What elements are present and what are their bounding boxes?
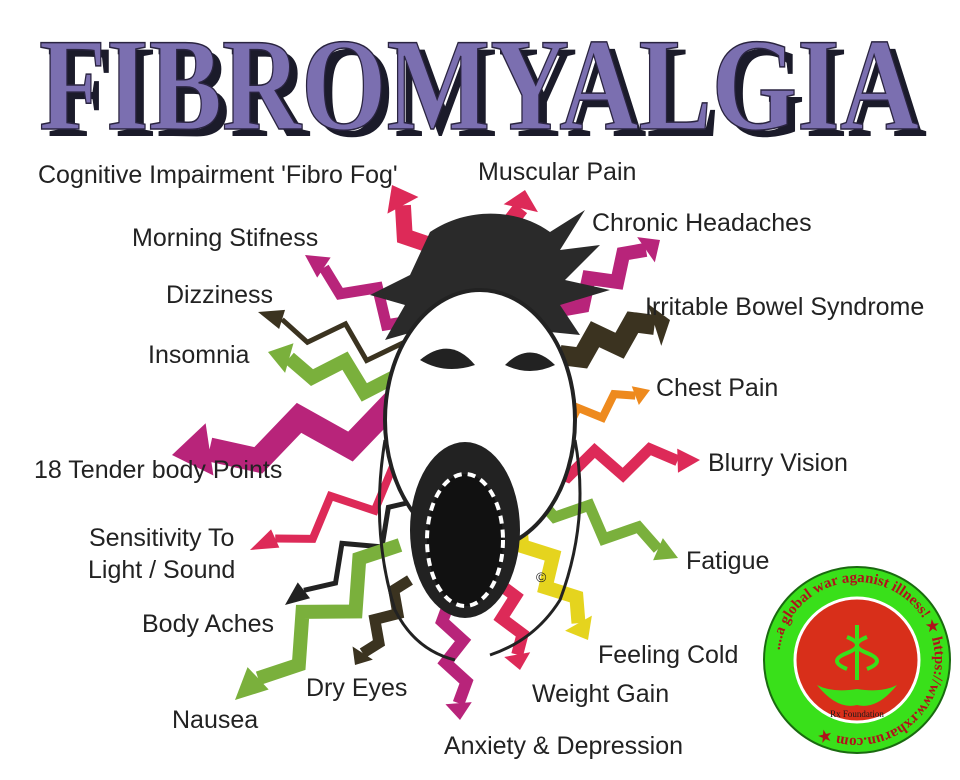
label-chronic-headaches: Chronic Headaches — [592, 209, 812, 237]
mouth-inner — [425, 472, 505, 608]
arrow-body-aches — [303, 497, 421, 593]
screaming-face — [370, 210, 610, 662]
arrow-feeling-cold — [513, 519, 586, 624]
title-banner: FIBROMYALGIA FIBROMYALGIA — [38, 10, 927, 148]
arrowhead-insomnia — [268, 343, 294, 373]
arrowhead-sensitivity — [250, 529, 280, 550]
right-eye — [505, 352, 555, 371]
caduceus-icon — [835, 625, 879, 680]
left-eye — [420, 348, 475, 369]
label-fatigue: Fatigue — [686, 547, 770, 575]
label-ibs: Irritable Bowel Syndrome — [645, 293, 925, 321]
arrowhead-tender-points — [172, 423, 214, 476]
label-blurry-vision: Blurry Vision — [708, 449, 848, 477]
arrow-ibs — [558, 311, 656, 369]
label-weight-gain: Weight Gain — [532, 680, 670, 708]
label-chest-pain: Chest Pain — [656, 374, 779, 402]
hands-icon — [817, 685, 897, 706]
arrowhead-chronic-headaches — [637, 237, 660, 263]
label-sensitivity: Sensitivity To Light / Sound — [88, 524, 236, 584]
label-muscular-pain: Muscular Pain — [478, 158, 637, 186]
label-dizziness: Dizziness — [166, 281, 273, 309]
arrowhead-dry-eyes — [352, 646, 373, 665]
label-tender-points: 18 Tender body Points — [34, 456, 283, 484]
arrow-anxiety — [435, 597, 474, 706]
label-morning-stiffness: Morning Stifness — [132, 224, 319, 252]
label-body-aches: Body Aches — [142, 610, 275, 638]
arrowhead-ibs — [647, 303, 670, 346]
title-shadow: FIBROMYALGIA — [47, 18, 927, 148]
arrowhead-body-aches — [285, 582, 311, 605]
label-anxiety-depression: Anxiety & Depression — [444, 732, 684, 760]
label-feeling-cold: Feeling Cold — [598, 641, 739, 669]
arrowhead-anxiety — [445, 702, 472, 720]
arrowhead-fatigue — [653, 538, 678, 561]
arrowhead-chest-pain — [631, 386, 650, 405]
arrowhead-blurry-vision — [677, 448, 700, 473]
label-nausea: Nausea — [172, 706, 259, 734]
arrow-nausea — [255, 538, 403, 685]
rx-foundation-badge[interactable]: ....a global war aganist illness! ★ http… — [762, 565, 952, 755]
title-text: FIBROMYALGIA — [39, 11, 919, 148]
hand-left — [377, 439, 456, 662]
hand-right — [489, 439, 582, 657]
arrow-dry-eyes — [359, 575, 413, 658]
label-insomnia: Insomnia — [148, 341, 250, 369]
arrowhead-muscular-pain — [503, 190, 538, 213]
arrowhead-nausea — [235, 667, 269, 700]
arrow-chronic-headaches — [558, 242, 648, 317]
copyright-mark: © — [536, 569, 547, 585]
badge-org-name: Rx Foundation — [830, 709, 884, 719]
label-fibro-fog: Cognitive Impairment 'Fibro Fog' — [38, 161, 398, 189]
arrowhead-feeling-cold — [565, 615, 592, 640]
arrowhead-weight-gain — [504, 652, 531, 670]
arrowhead-morning-stiffness — [305, 255, 331, 278]
arrowhead-dizziness — [258, 309, 286, 329]
arrow-fatigue — [530, 491, 663, 553]
arrowhead-fibro-fog — [387, 185, 419, 214]
label-dry-eyes: Dry Eyes — [306, 674, 408, 702]
